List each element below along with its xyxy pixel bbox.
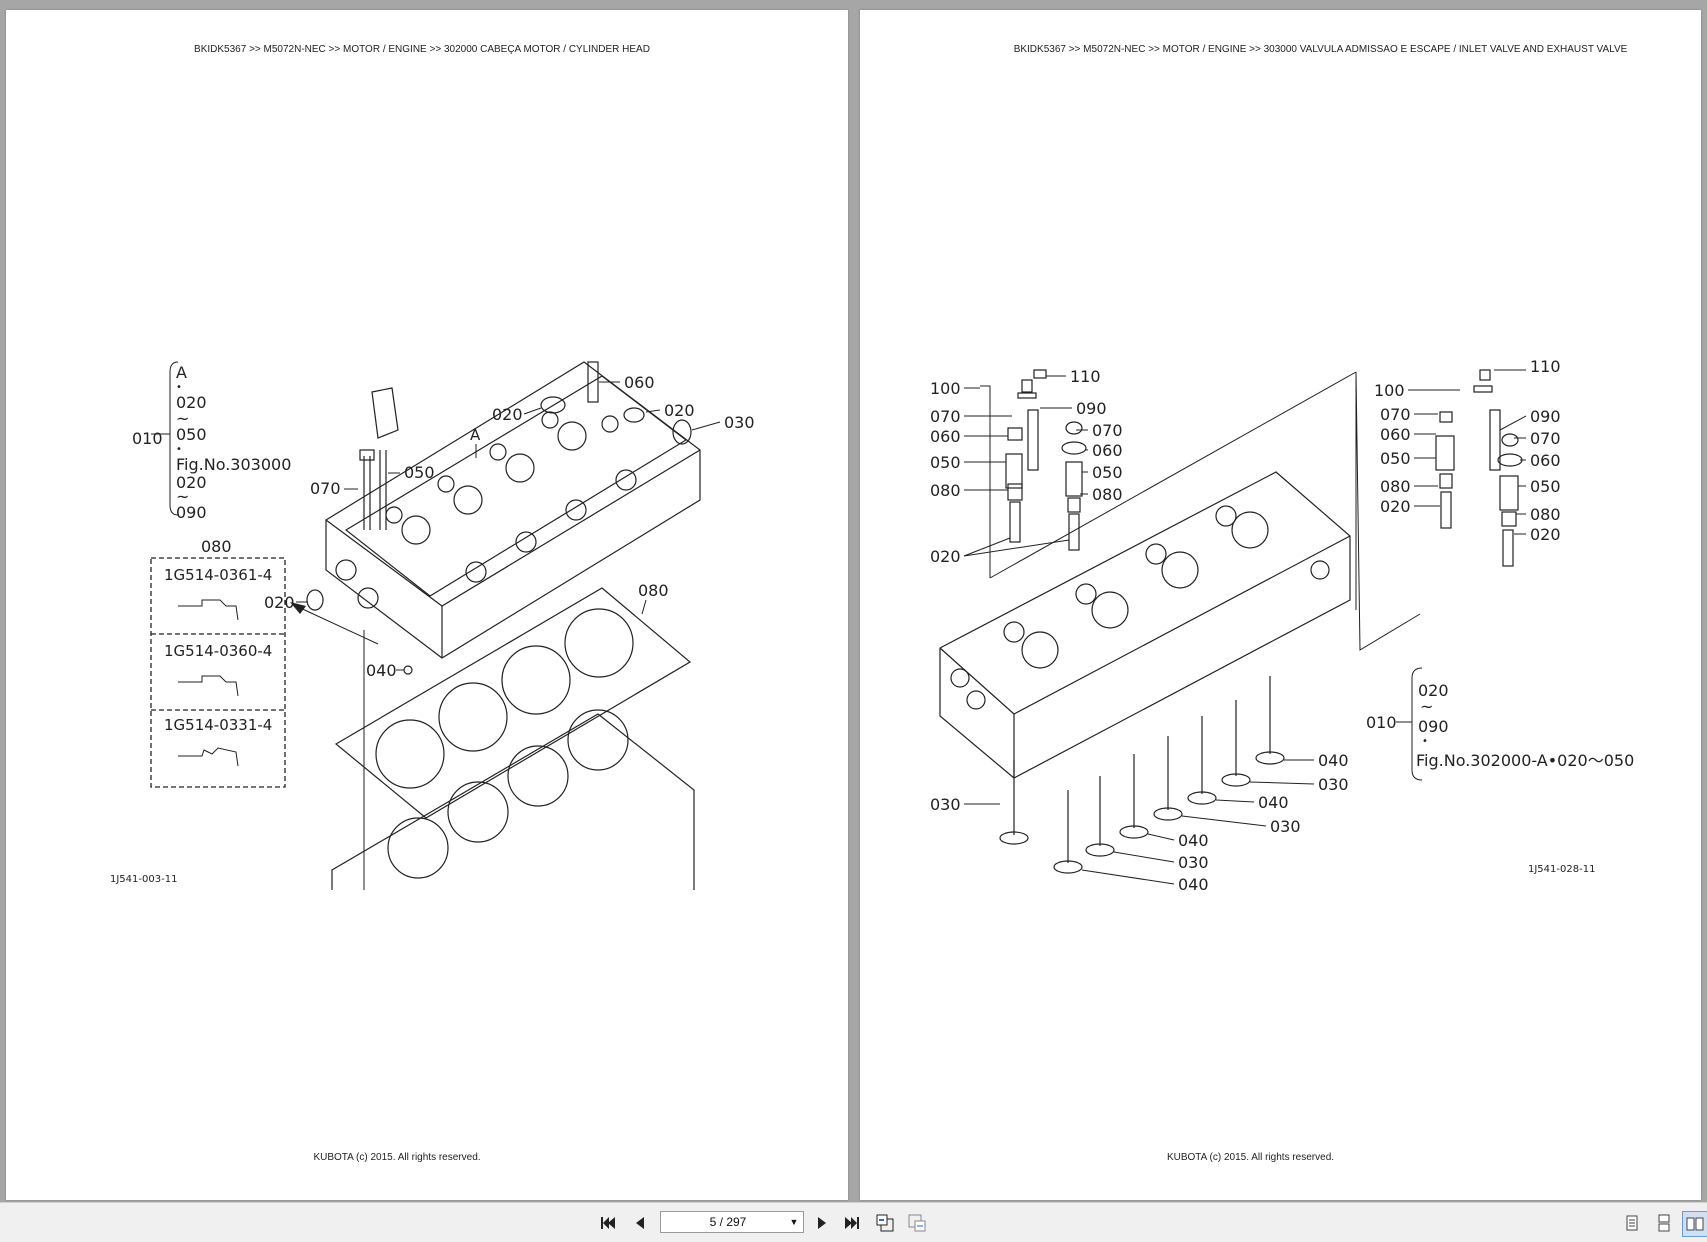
svg-text:020: 020 — [176, 393, 207, 412]
first-page-button[interactable] — [596, 1211, 620, 1235]
svg-text:040: 040 — [1178, 875, 1209, 894]
svg-text:030: 030 — [724, 413, 755, 432]
svg-text:040: 040 — [1178, 831, 1209, 850]
page-number-field[interactable]: 5 / 297 ▼ — [660, 1211, 804, 1233]
svg-text:100: 100 — [930, 379, 961, 398]
single-page-icon — [1626, 1215, 1638, 1231]
svg-text:060: 060 — [624, 373, 655, 392]
svg-text:040: 040 — [366, 661, 397, 680]
svg-text:070: 070 — [310, 479, 341, 498]
chevron-down-icon[interactable]: ▼ — [789, 1217, 799, 1227]
svg-text:~: ~ — [176, 487, 189, 506]
svg-text:020: 020 — [664, 401, 695, 420]
svg-text:080: 080 — [1380, 477, 1411, 496]
svg-text:080: 080 — [1530, 505, 1561, 524]
svg-text:1G514-0331-4: 1G514-0331-4 — [164, 716, 272, 734]
svg-text:090: 090 — [1076, 399, 1107, 418]
last-page-icon — [845, 1217, 859, 1229]
svg-text:010: 010 — [1366, 713, 1397, 732]
svg-text:110: 110 — [1530, 357, 1561, 376]
svg-text:070: 070 — [930, 407, 961, 426]
svg-text:Fig.No.303000: Fig.No.303000 — [176, 455, 291, 474]
svg-text:060: 060 — [1380, 425, 1411, 444]
previous-page-button[interactable] — [628, 1211, 652, 1235]
svg-text:030: 030 — [1178, 853, 1209, 872]
svg-text:020: 020 — [1380, 497, 1411, 516]
svg-text:Fig.No.302000-A•020〜050: Fig.No.302000-A•020〜050 — [1416, 751, 1634, 770]
continuous-page-icon — [1658, 1214, 1670, 1232]
svg-text:090: 090 — [176, 503, 207, 522]
svg-text:1J541-003-11: 1J541-003-11 — [110, 874, 177, 885]
continuous-view-button[interactable] — [1652, 1211, 1676, 1235]
svg-text:090: 090 — [1418, 717, 1449, 736]
svg-text:110: 110 — [1070, 367, 1101, 386]
svg-text:050: 050 — [1092, 463, 1123, 482]
svg-text:010: 010 — [132, 429, 163, 448]
page-breadcrumb: BKIDK5367 >> M5072N-NEC >> MOTOR / ENGIN… — [194, 44, 650, 55]
page-right: BKIDK5367 >> M5072N-NEC >> MOTOR / ENGIN… — [860, 10, 1701, 1200]
svg-text:050: 050 — [1380, 449, 1411, 468]
svg-text:030: 030 — [930, 795, 961, 814]
page-breadcrumb: BKIDK5367 >> M5072N-NEC >> MOTOR / ENGIN… — [1013, 44, 1628, 55]
page-footer: KUBOTA (c) 2015. All rights reserved. — [1166, 1152, 1335, 1163]
svg-text:040: 040 — [1318, 751, 1349, 770]
go-forward-view-button[interactable] — [906, 1211, 930, 1235]
page-footer: KUBOTA (c) 2015. All rights reserved. — [313, 1152, 481, 1163]
svg-text:060: 060 — [1530, 451, 1561, 470]
svg-text:060: 060 — [1092, 441, 1123, 460]
svg-text:050: 050 — [176, 425, 207, 444]
svg-text:050: 050 — [1530, 477, 1561, 496]
svg-text:030: 030 — [1270, 817, 1301, 836]
previous-page-icon — [636, 1217, 644, 1229]
svg-text:040: 040 — [1258, 793, 1289, 812]
svg-text:1J541-028-11: 1J541-028-11 — [1528, 864, 1595, 875]
last-page-button[interactable] — [840, 1211, 864, 1235]
page-indicator: 5 / 297 — [709, 1215, 747, 1229]
svg-text:090: 090 — [1530, 407, 1561, 426]
next-page-icon — [818, 1217, 826, 1229]
svg-text:070: 070 — [1092, 421, 1123, 440]
next-page-button[interactable] — [810, 1211, 834, 1235]
svg-text:080: 080 — [1092, 485, 1123, 504]
svg-text:A: A — [470, 426, 481, 444]
svg-text:020: 020 — [264, 593, 295, 612]
svg-text:•: • — [1422, 736, 1428, 747]
next-view-icon — [908, 1214, 926, 1232]
svg-text:050: 050 — [930, 453, 961, 472]
svg-text:060: 060 — [930, 427, 961, 446]
two-page-icon — [1686, 1217, 1704, 1231]
svg-text:080: 080 — [201, 537, 232, 556]
svg-text:1G514-0361-4: 1G514-0361-4 — [164, 566, 272, 584]
single-page-view-button[interactable] — [1620, 1211, 1644, 1235]
svg-text:~: ~ — [176, 409, 189, 428]
svg-text:~: ~ — [1420, 697, 1433, 716]
pdf-navigation-toolbar: 5 / 297 ▼ — [0, 1202, 1707, 1242]
document-viewer[interactable]: BKIDK5367 >> M5072N-NEC >> MOTOR / ENGIN… — [0, 0, 1707, 1202]
svg-text:070: 070 — [1530, 429, 1561, 448]
svg-text:020: 020 — [1530, 525, 1561, 544]
svg-text:080: 080 — [930, 481, 961, 500]
previous-view-icon — [876, 1214, 894, 1232]
svg-text:1G514-0360-4: 1G514-0360-4 — [164, 642, 272, 660]
svg-text:020: 020 — [930, 547, 961, 566]
svg-text:030: 030 — [1318, 775, 1349, 794]
svg-text:•: • — [176, 444, 182, 455]
svg-text:020: 020 — [1418, 681, 1449, 700]
svg-text:100: 100 — [1374, 381, 1405, 400]
svg-text:A: A — [176, 363, 187, 382]
go-back-view-button[interactable] — [874, 1211, 898, 1235]
svg-text:070: 070 — [1380, 405, 1411, 424]
valve-exploded-drawing: 100 110 070 090 060 070 050 060 080 050 … — [930, 357, 1634, 894]
svg-text:080: 080 — [638, 581, 669, 600]
first-page-icon — [601, 1217, 615, 1229]
page-left: BKIDK5367 >> M5072N-NEC >> MOTOR / ENGIN… — [6, 10, 848, 1200]
svg-text:020: 020 — [176, 473, 207, 492]
svg-text:020: 020 — [492, 405, 523, 424]
two-page-view-button[interactable] — [1682, 1211, 1707, 1237]
cylinder-head-exploded-drawing: A • 020 ~ 050 • Fig.No.303000 020 ~ 090 … — [110, 361, 755, 890]
svg-text:•: • — [176, 382, 182, 393]
svg-text:050: 050 — [404, 463, 435, 482]
